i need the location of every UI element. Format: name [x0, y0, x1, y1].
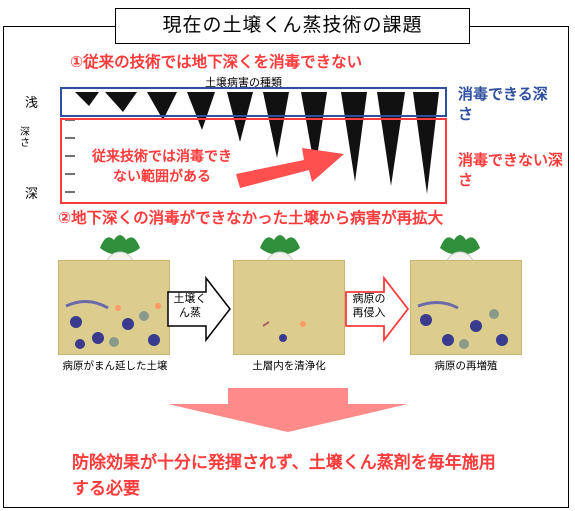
page-title: 現在の土壌くん蒸技術の課題 [115, 8, 470, 44]
down-arrow-icon [168, 388, 408, 432]
pathogen-icons [65, 300, 161, 349]
disinfectable-zone-box [60, 87, 447, 117]
inner-note: 従来技術では消毒できない範囲がある [92, 149, 232, 185]
caption-regrowth: 病原の再増殖 [434, 360, 498, 372]
depth-label: 深さ [20, 127, 30, 149]
shallow-label: 浅 [25, 96, 39, 111]
red-arrow-icon [236, 148, 344, 188]
non-disinfectable-zone-box [60, 118, 447, 204]
can-disinfect-label: 消毒できる深さ [458, 85, 548, 123]
regrown-pathogen-icons [417, 301, 508, 349]
fumigation-label: 土壌くん蒸 [173, 292, 207, 319]
conclusion-text: 防除効果が十分に発揮されず、土壌くん蒸剤を毎年施用する必要 [72, 453, 496, 499]
clean-soil-panel [233, 260, 345, 355]
section2-heading: ②地下深くの消毒ができなかった土壌から病害が再拡大 [58, 209, 444, 227]
few-pathogen-icons [262, 321, 306, 342]
reinvasion-label: 病原の再侵入 [352, 292, 386, 319]
caption-infested: 病原がまん延した土壌 [62, 360, 168, 372]
fumigation-arrow-icon [167, 275, 231, 343]
reinvasion-arrow-icon [345, 275, 410, 343]
section1-heading: ①従来の技術では地下深くを消毒できない [70, 53, 363, 71]
cannot-disinfect-label: 消毒できない深さ [458, 151, 564, 189]
caption-cleaned: 土層内を清浄化 [252, 360, 326, 372]
deep-label: 深 [25, 187, 39, 202]
pathogen-type-label: 土壌病害の種類 [205, 76, 282, 89]
